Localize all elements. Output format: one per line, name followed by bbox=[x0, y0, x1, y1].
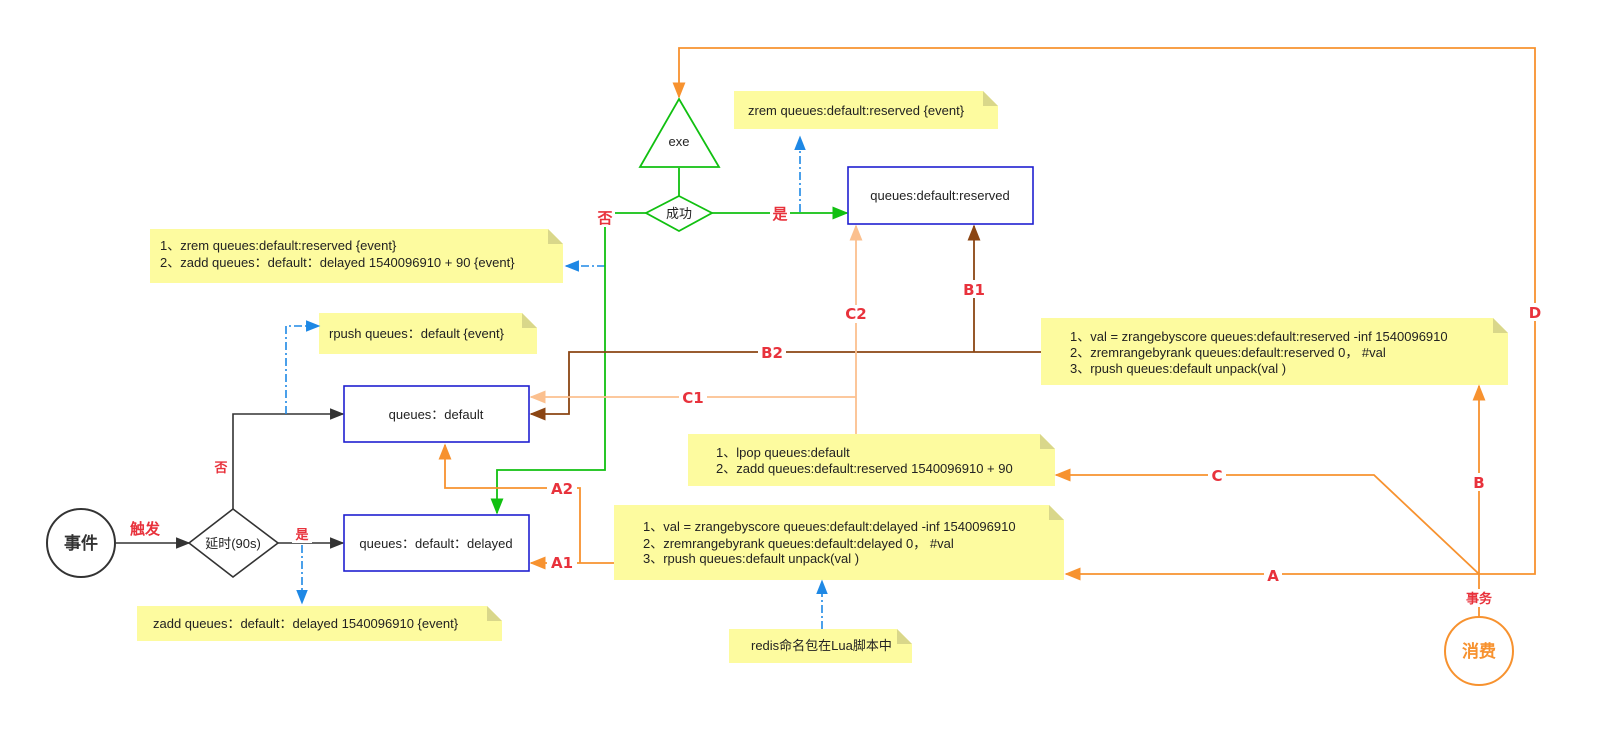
a2-label: A2 bbox=[551, 480, 573, 498]
d-label: D bbox=[1529, 304, 1541, 322]
note-line: 2、zadd queues：default：delayed 1540096910… bbox=[160, 255, 515, 270]
c-arrow bbox=[1054, 468, 1480, 575]
note-line: 3、rpush queues:default unpack(val ) bbox=[1070, 361, 1286, 376]
d-arrow bbox=[672, 47, 1536, 575]
note-line: zrem queues:default:reserved {event} bbox=[748, 103, 965, 118]
queue-reserved-box: queues:default:reserved bbox=[847, 166, 1034, 225]
note-line: 2、zadd queues:default:reserved 154009691… bbox=[716, 461, 1013, 476]
note-line: 3、rpush queues:default unpack(val ) bbox=[643, 551, 859, 566]
no-delay-label: 否 bbox=[213, 461, 227, 476]
success-decision: 成功 bbox=[644, 194, 714, 233]
note-line: 2、zremrangebyrank queues:default:delayed… bbox=[643, 536, 954, 551]
c2-label: C2 bbox=[845, 305, 866, 323]
queue-reserved-label: queues:default:reserved bbox=[870, 188, 1009, 203]
note-lpop-default: 1、lpop queues:default 2、zadd queues:defa… bbox=[688, 434, 1055, 486]
delay-decision-label: 延时(90s) bbox=[205, 536, 261, 551]
note-lua: redis命名包在Lua脚本中 bbox=[729, 629, 912, 663]
no-success-label: 否 bbox=[596, 209, 612, 227]
success-no-arrow bbox=[490, 212, 646, 515]
note-zrem-reserved: zrem queues:default:reserved {event} bbox=[734, 91, 998, 129]
note-rpush-default: rpush queues：default {event} bbox=[319, 313, 537, 354]
queue-default-label: queues：default bbox=[389, 407, 484, 422]
queue-delayed-box: queues：default：delayed bbox=[343, 514, 530, 572]
a1-label: A1 bbox=[551, 554, 573, 572]
a-label: A bbox=[1267, 567, 1279, 585]
success-decision-label: 成功 bbox=[666, 206, 692, 221]
note-line: 1、val = zrangebyscore queues:default:res… bbox=[1070, 329, 1448, 344]
event-label: 事件 bbox=[64, 533, 98, 554]
queue-delayed-label: queues：default：delayed bbox=[359, 536, 512, 551]
note-line: 1、val = zrangebyscore queues:default:del… bbox=[643, 519, 1016, 534]
note-line: 2、zremrangebyrank queues:default:reserve… bbox=[1070, 345, 1386, 360]
exe-node: exe bbox=[638, 97, 721, 168]
edge-labels: 触发 是 否 否 是 A2 A1 C1 B2 C2 B1 C B A D 事务 bbox=[126, 204, 1544, 607]
b2-label: B2 bbox=[761, 344, 783, 362]
note-line: redis命名包在Lua脚本中 bbox=[751, 638, 892, 653]
c1-label: C1 bbox=[682, 389, 703, 407]
b1-label: B1 bbox=[963, 281, 985, 299]
trigger-label: 触发 bbox=[130, 520, 161, 538]
note-delayed-migrate: 1、val = zrangebyscore queues:default:del… bbox=[614, 505, 1064, 580]
queue-default-box: queues：default bbox=[343, 385, 530, 443]
event-node: 事件 bbox=[46, 508, 116, 578]
consume-label: 消费 bbox=[1462, 641, 1496, 662]
yes-success-label: 是 bbox=[771, 205, 788, 223]
a2-arrow bbox=[438, 443, 581, 563]
dash-to-rpush-note bbox=[285, 320, 321, 414]
note-zadd-delayed: zadd queues：default：delayed 1540096910 {… bbox=[137, 606, 502, 641]
c-label: C bbox=[1211, 467, 1222, 485]
note-line: 1、zrem queues:default:reserved {event} bbox=[160, 238, 397, 253]
yes-delay-label: 是 bbox=[294, 528, 309, 543]
b-label: B bbox=[1473, 474, 1484, 492]
note-line: rpush queues：default {event} bbox=[329, 326, 505, 341]
note-reserved-migrate: 1、val = zrangebyscore queues:default:res… bbox=[1041, 318, 1508, 385]
delay-decision: 延时(90s) bbox=[187, 507, 280, 579]
b2-arrow bbox=[529, 351, 1041, 421]
note-line: zadd queues：default：delayed 1540096910 {… bbox=[153, 616, 459, 631]
consume-node: 消费 bbox=[1444, 616, 1514, 686]
note-fail-handling: 1、zrem queues:default:reserved {event} 2… bbox=[150, 229, 563, 283]
no-delay-arrow bbox=[232, 408, 345, 509]
exe-label: exe bbox=[669, 134, 690, 149]
note-line: 1、lpop queues:default bbox=[716, 445, 850, 460]
transaction-label: 事务 bbox=[1466, 591, 1493, 607]
